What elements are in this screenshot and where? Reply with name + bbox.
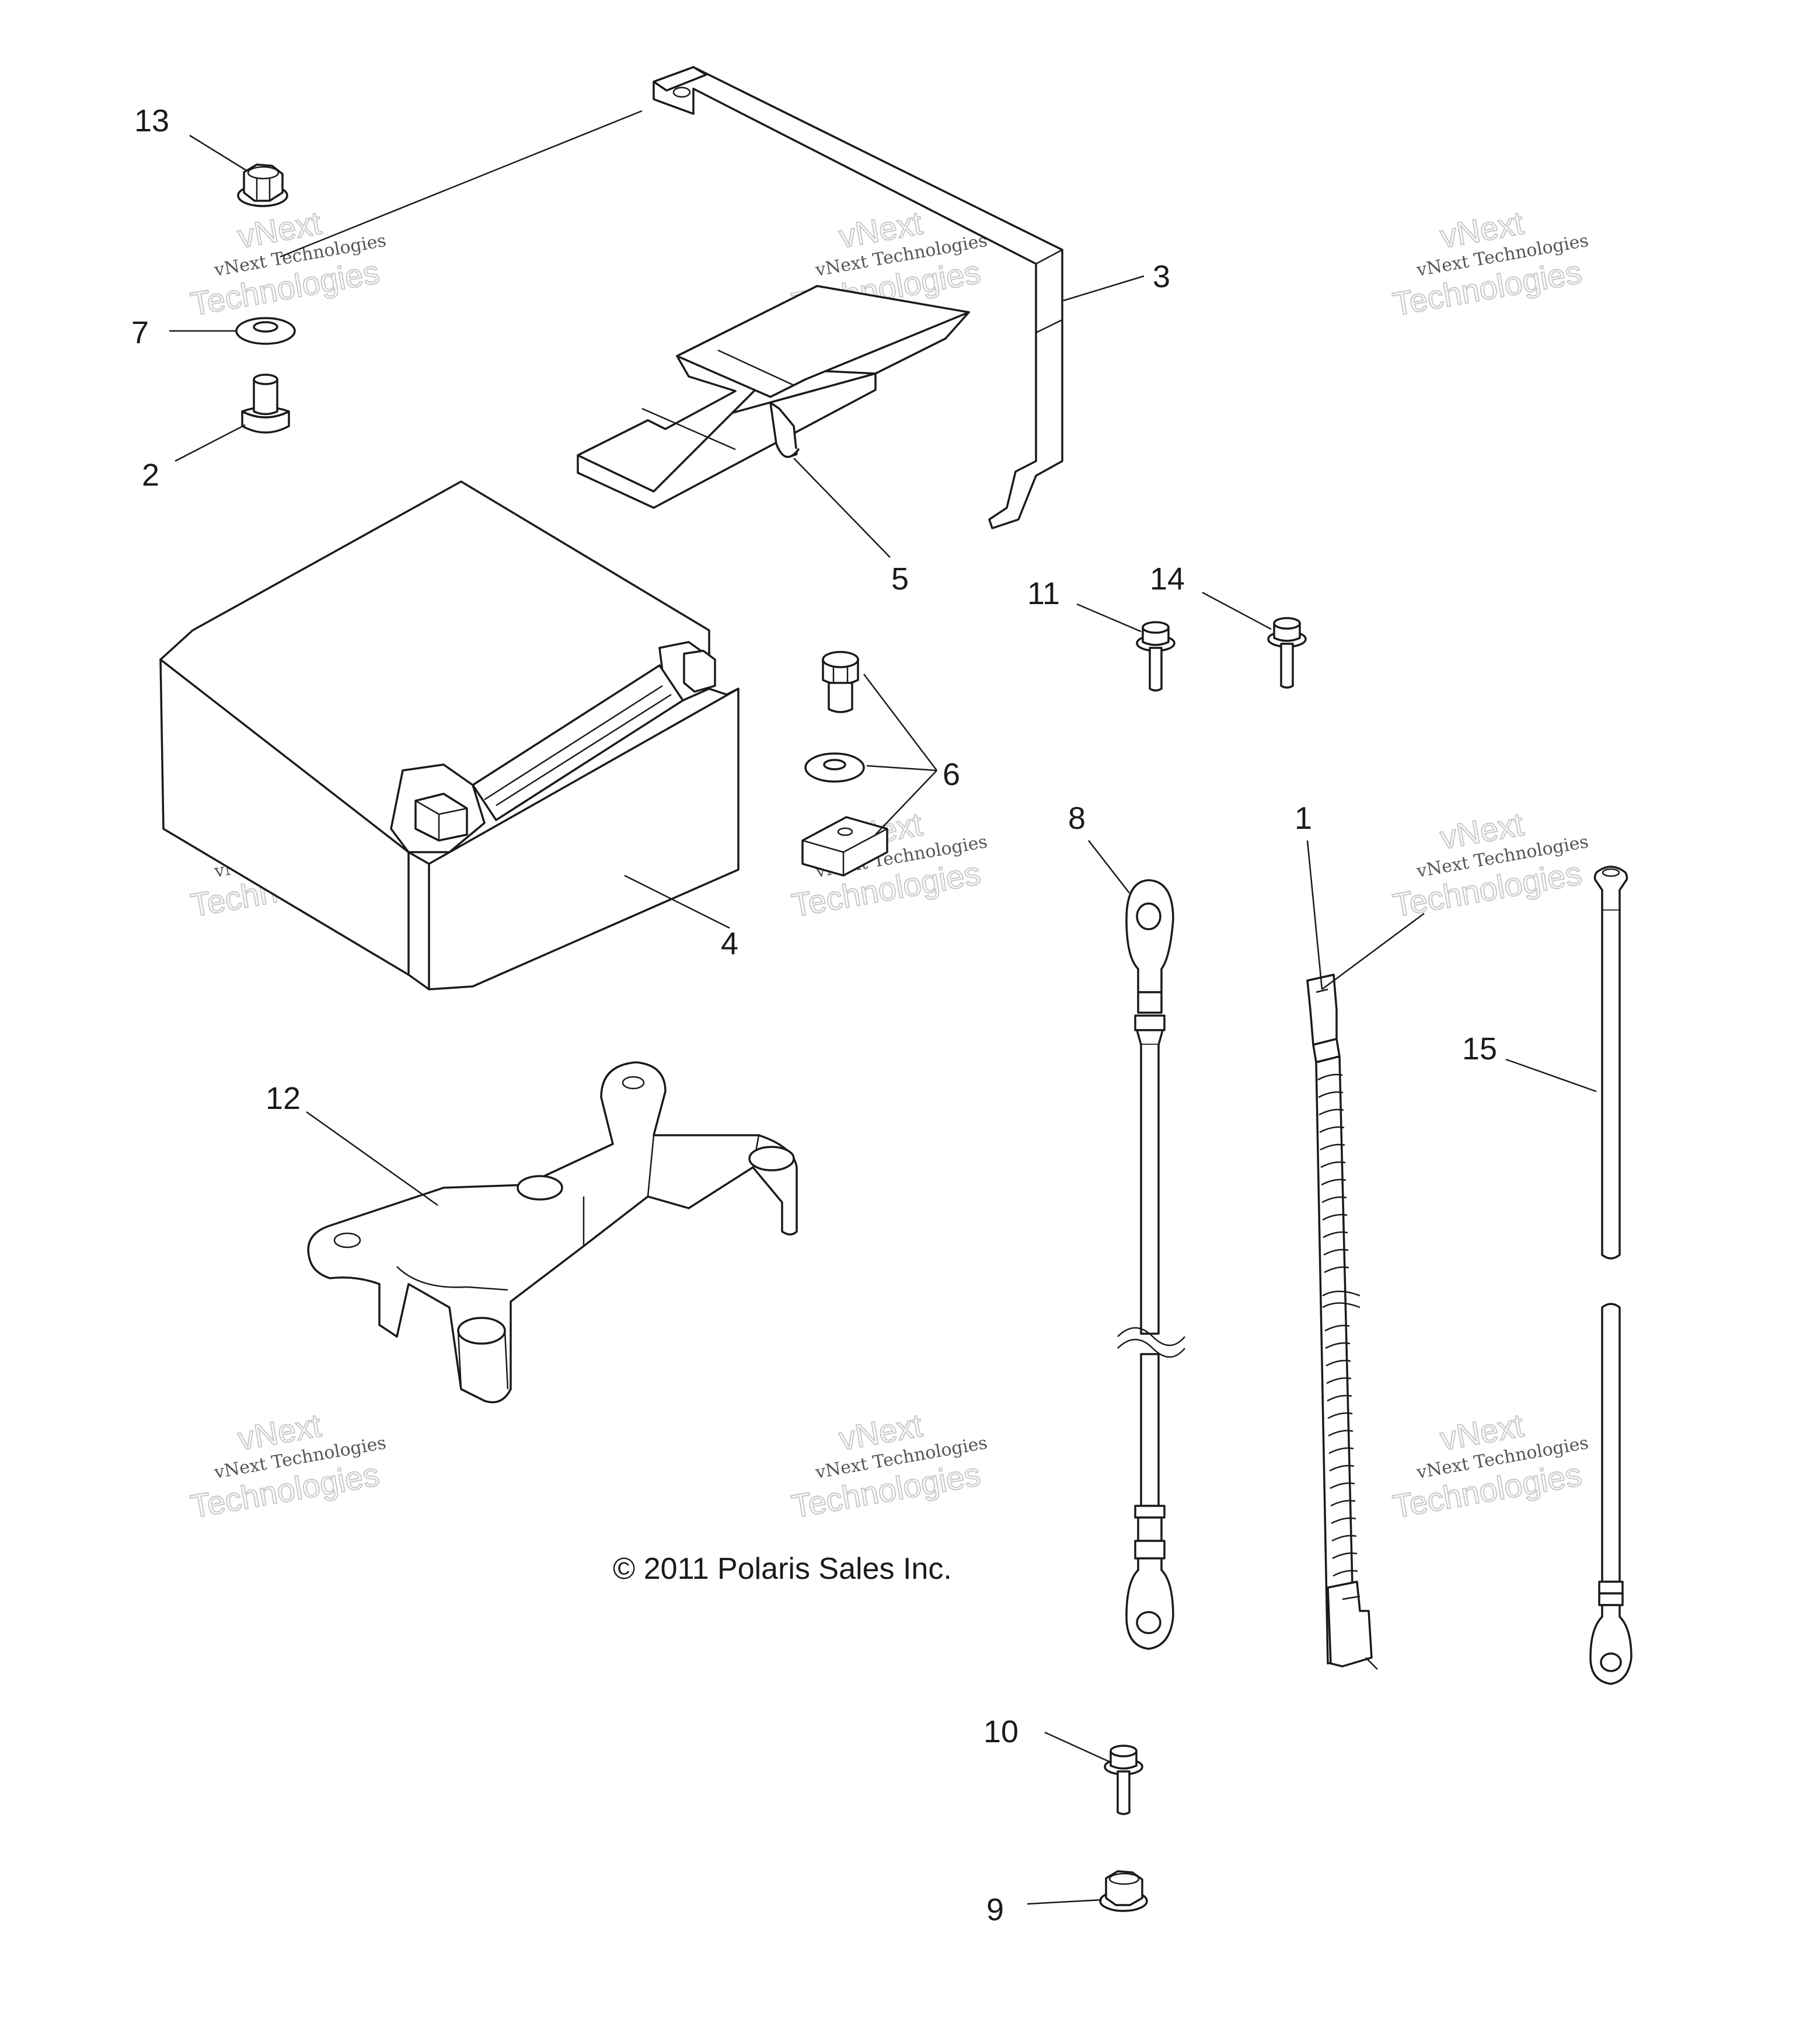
watermark-low-center: vNext vNext Technologies Technologies <box>789 1406 989 1526</box>
callout-9: 9 <box>986 1892 1004 1927</box>
callout-8: 8 <box>1068 801 1086 836</box>
part-15-cable <box>1589 866 1632 1685</box>
callout-5: 5 <box>891 561 909 597</box>
part-14-flange-bolt <box>1267 617 1307 689</box>
part-7-washer <box>235 317 296 345</box>
leader-lines <box>169 110 1597 1905</box>
part-12-battery-bracket <box>307 1061 798 1404</box>
part-4-battery <box>159 480 739 990</box>
callout-11: 11 <box>1027 576 1060 611</box>
callout-3: 3 <box>1153 259 1170 294</box>
part-11-flange-bolt <box>1136 621 1175 692</box>
part-10-flange-bolt <box>1104 1745 1143 1815</box>
part-2-bolt <box>241 374 290 434</box>
part-8-ground-cable <box>1117 879 1185 1650</box>
callout-14: 14 <box>1150 561 1185 597</box>
copyright-notice: © 2011 Polaris Sales Inc. <box>613 1552 952 1586</box>
watermark-top-right: vNext vNext Technologies Technologies <box>1390 204 1590 323</box>
callout-13: 13 <box>134 103 169 138</box>
watermark-low-right: vNext vNext Technologies Technologies <box>1390 1406 1590 1526</box>
callout-4: 4 <box>721 926 738 961</box>
callout-6: 6 <box>943 757 960 792</box>
callout-10: 10 <box>983 1714 1018 1749</box>
watermark-top-center: vNext vNext Technologies Technologies <box>789 204 989 323</box>
callout-labels: 13 7 2 3 5 11 14 6 8 1 4 15 12 10 9 <box>131 103 1497 1927</box>
part-13-flange-nut <box>237 163 288 207</box>
watermark-mid-right: vNext vNext Technologies Technologies <box>1390 805 1590 925</box>
callout-1: 1 <box>1295 801 1312 836</box>
callout-7: 7 <box>131 315 149 350</box>
callout-15: 15 <box>1462 1031 1497 1066</box>
loom-ridges <box>1317 1073 1361 1577</box>
watermark-low-left: vNext vNext Technologies Technologies <box>187 1406 388 1526</box>
callout-2: 2 <box>142 458 159 493</box>
part-5-top-pad <box>577 285 970 509</box>
part-3-hold-down-strap <box>653 66 1063 529</box>
watermark-top-left: vNext vNext Technologies Technologies <box>187 204 388 323</box>
callout-12: 12 <box>266 1081 301 1116</box>
part-9-flange-nut <box>1099 1870 1148 1912</box>
part-1-battery-cable <box>1306 974 1378 1670</box>
part-6-hardware-set <box>801 651 888 877</box>
